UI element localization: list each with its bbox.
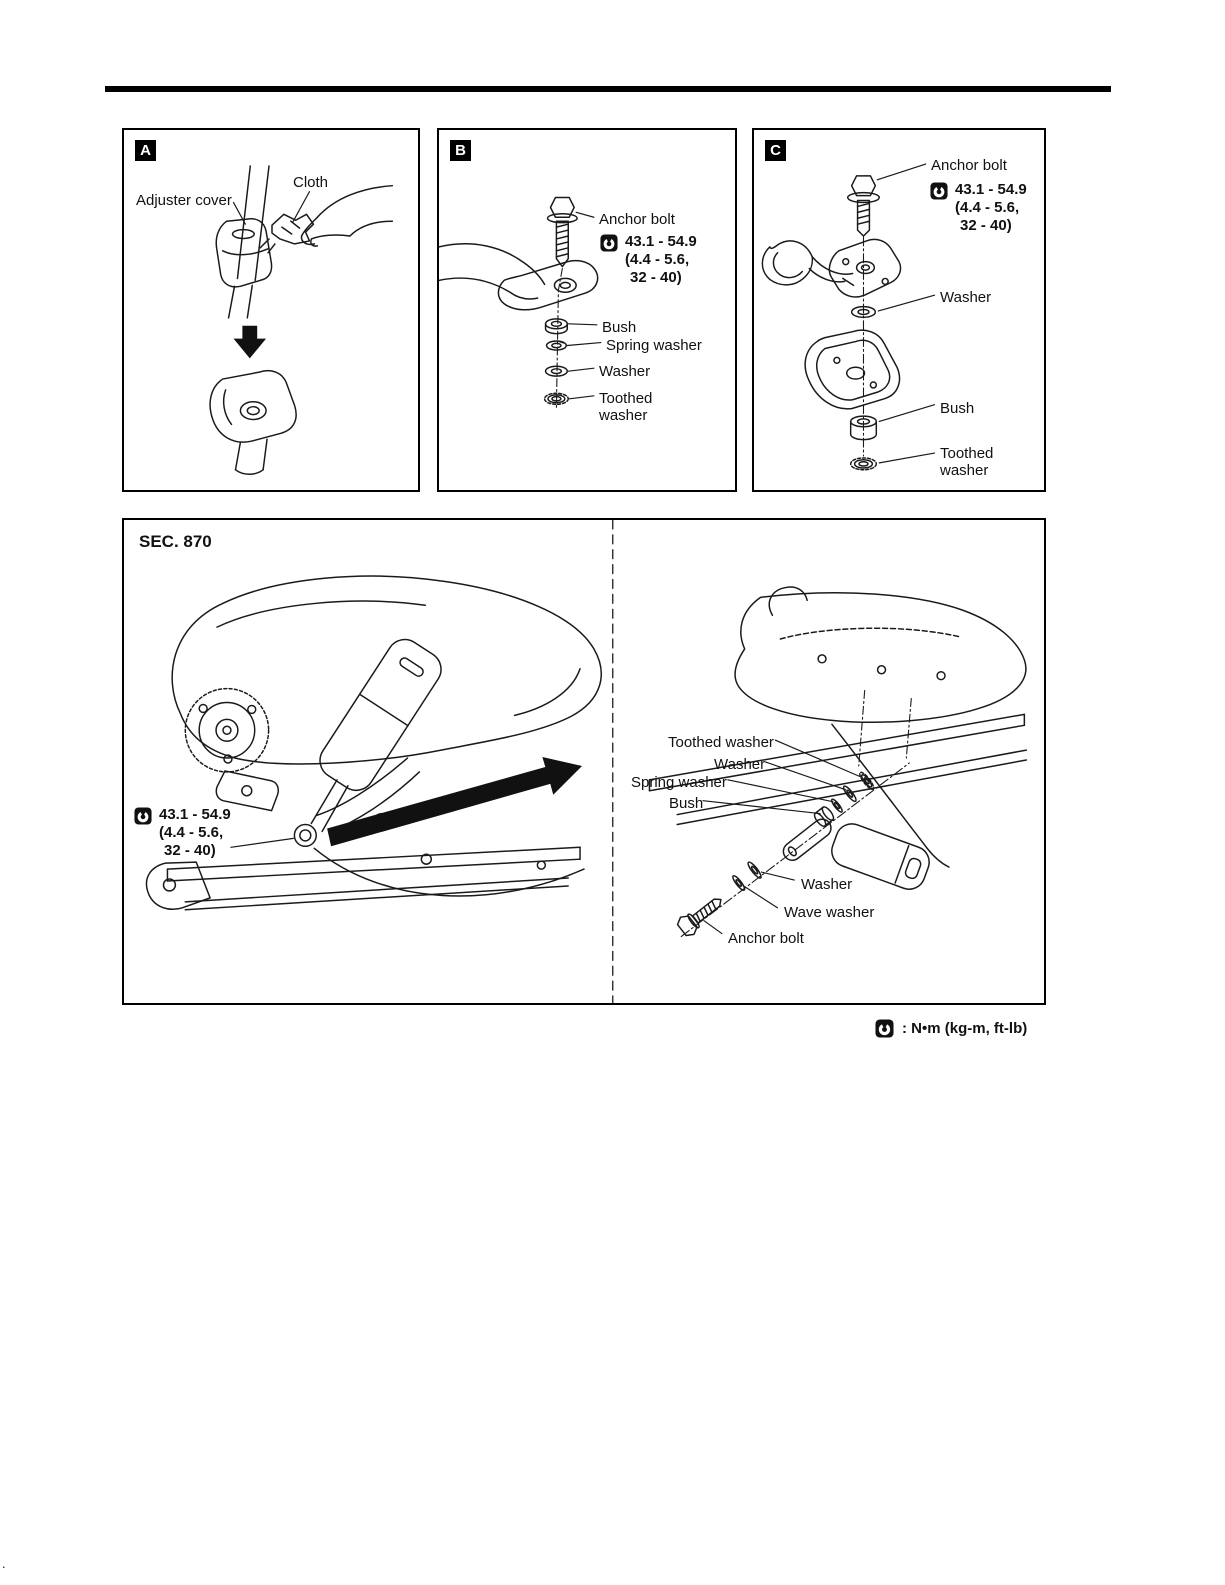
- anchor-bolt-drawing: [846, 175, 881, 237]
- hand-drawing: [300, 184, 394, 247]
- label-cloth: Cloth: [293, 174, 329, 191]
- anchor-bolt-drawing: [676, 898, 722, 937]
- label-anchor-bolt: Anchor bolt: [728, 930, 804, 947]
- label-washer-upper: Washer: [714, 756, 766, 773]
- torque-icon: [875, 1019, 894, 1038]
- panel-c-badge: C: [765, 140, 786, 161]
- detail-arrow-icon: [327, 757, 583, 847]
- label-washer: Washer: [940, 289, 992, 306]
- torque-line3: 32 - 40): [960, 217, 1012, 234]
- torque-spec: 43.1 - 54.9 (4.4 - 5.6, 32 - 40): [600, 233, 697, 287]
- main-panel: SEC. 870 43.1 - 54.9 (4.4 - 5.6, 32 - 40…: [122, 518, 1046, 1005]
- top-rule: [105, 86, 1111, 92]
- legend-text: : N•m (kg-m, ft-lb): [902, 1019, 1028, 1037]
- torque-spec: 43.1 - 54.9 (4.4 - 5.6, 32 - 40): [930, 181, 1027, 235]
- corner-mark: .: [2, 1556, 6, 1571]
- panel-b: B: [437, 128, 737, 492]
- torque-line3: 32 - 40): [164, 842, 216, 859]
- label-anchor-bolt: Anchor bolt: [599, 211, 675, 228]
- panel-b-illustration: [439, 196, 602, 410]
- torque-line2: (4.4 - 5.6,: [159, 824, 224, 841]
- panel-a: A: [122, 128, 420, 492]
- label-washer: Washer: [599, 363, 651, 380]
- toothed-washer-drawing: [859, 771, 875, 791]
- label-bush: Bush: [669, 795, 704, 812]
- label-bush: Bush: [940, 400, 975, 417]
- torque-icon: [930, 182, 948, 200]
- label-anchor-bolt: Anchor bolt: [931, 157, 1007, 174]
- label-adjuster-cover: Adjuster cover: [136, 192, 232, 209]
- torque-icon: [600, 234, 618, 252]
- label-spring-washer: Spring washer: [606, 337, 702, 354]
- torque-line1: 43.1 - 54.9: [955, 181, 1027, 198]
- adjuster-part-drawing: [209, 369, 297, 476]
- panel-c: C: [752, 128, 1046, 492]
- label-wave-washer: Wave washer: [784, 904, 875, 921]
- torque-legend: : N•m (kg-m, ft-lb): [875, 1018, 1027, 1038]
- torque-line2: (4.4 - 5.6,: [625, 251, 690, 268]
- anchor-bolt-point: [293, 823, 317, 848]
- section-title: SEC. 870: [139, 532, 212, 551]
- torque-line1: 43.1 - 54.9: [159, 806, 231, 823]
- torque-line1: 43.1 - 54.9: [625, 233, 697, 250]
- label-toothed-washer: Toothed washer: [668, 734, 774, 751]
- torque-icon: [134, 807, 152, 825]
- label-toothed-washer: Toothed washer: [940, 445, 994, 479]
- buckle-drawing: [319, 638, 442, 792]
- recliner-gear-drawing: [184, 687, 270, 773]
- buckle-drawing: [831, 823, 930, 890]
- main-illustration: [145, 520, 1028, 1003]
- label-toothed-washer: Toothed washer: [599, 390, 653, 424]
- anchor-bolt-drawing: [546, 196, 578, 268]
- torque-line2: (4.4 - 5.6,: [955, 199, 1020, 216]
- cloth-drawing: [259, 213, 315, 254]
- spring-washer-drawing: [830, 798, 843, 813]
- adjuster-cover-drawing: [215, 218, 273, 288]
- label-washer-lower: Washer: [801, 876, 853, 893]
- anchor-plate-drawing: [782, 818, 832, 862]
- panel-b-badge: B: [450, 140, 471, 161]
- panel-c-illustration: [761, 163, 936, 471]
- bush-drawing: [813, 806, 835, 827]
- wave-washer-drawing: [732, 875, 746, 891]
- torque-spec: 43.1 - 54.9 (4.4 - 5.6, 32 - 40): [134, 806, 231, 860]
- label-spring-washer: Spring washer: [631, 774, 727, 791]
- label-bush: Bush: [602, 319, 637, 336]
- washer-lower-drawing: [747, 861, 762, 879]
- down-arrow-icon: [233, 325, 267, 359]
- panel-a-badge: A: [135, 140, 156, 161]
- panel-a-illustration: [209, 165, 394, 476]
- torque-line3: 32 - 40): [630, 269, 682, 286]
